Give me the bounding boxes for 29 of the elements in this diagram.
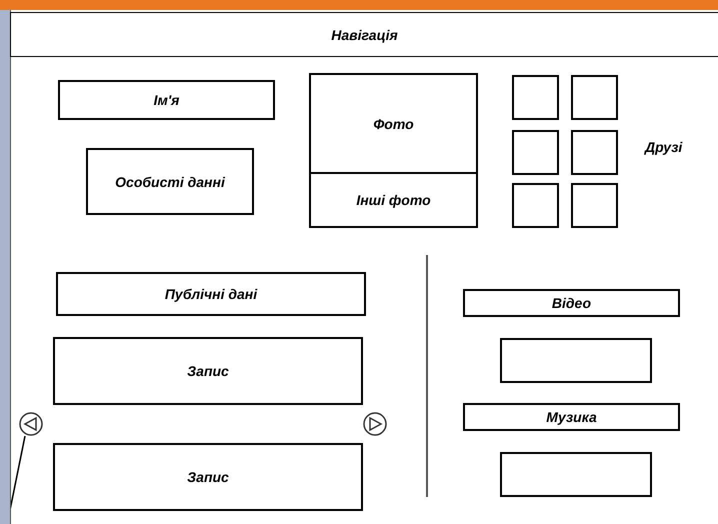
content-box [309,73,478,174]
box-label: Запис [187,469,229,485]
empty-box [512,75,559,120]
box-label: Публічні дані [164,286,258,302]
friends-label: Друзі [645,139,682,155]
box-label: Навігація [331,26,398,42]
content-box [53,337,363,405]
navigation-bar [10,12,718,57]
box-label: Особисті данні [115,174,225,190]
empty-box [512,130,559,175]
content-box [56,272,366,316]
content-box [86,148,254,215]
box-label: Фото [373,116,414,132]
content-box [53,443,363,511]
box-label: Відео [552,295,592,311]
box-label: Запис [187,363,229,379]
box-label: Музика [546,409,597,425]
content-box [58,80,275,120]
empty-box [571,183,618,228]
box-label: Інші фото [356,192,431,208]
empty-box [512,183,559,228]
empty-box [500,452,652,497]
box-label: Ім'я [154,92,180,108]
content-box [463,403,680,431]
content-box [463,289,680,317]
content-box [309,172,478,228]
empty-box [500,338,652,383]
empty-box [571,130,618,175]
empty-box [571,75,618,120]
